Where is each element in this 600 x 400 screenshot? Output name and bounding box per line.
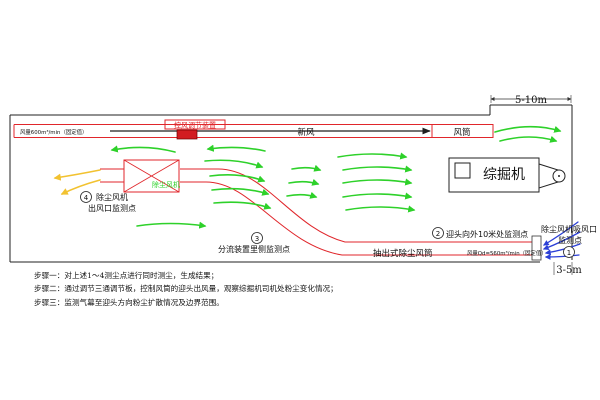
machine-label: 综掘机	[483, 167, 525, 183]
green-airflow-arrows	[110, 125, 562, 229]
point-2-number: 2	[436, 230, 440, 238]
control-device: 控风调节装置	[164, 119, 226, 140]
bottom-dimension-label: 3-5m	[556, 265, 582, 276]
point-1-label: 除尘风机吸风口 监测点	[541, 224, 600, 245]
circle-number-marker	[563, 246, 575, 258]
roadway-outline	[9, 104, 573, 263]
extraction-inlet	[531, 235, 542, 261]
monitoring-point-4: 4 除尘风机 出风口监测点	[80, 191, 136, 213]
step-2: 步骤二：通过调节三通调节板，控制风筒的迎头出风量，观察综掘机司机处粉尘变化情况；	[34, 284, 338, 294]
circle-number-marker	[432, 227, 444, 239]
road-header-machine: 综掘机	[448, 157, 566, 193]
extraction-duct	[100, 168, 532, 256]
point-2-label: 迎头向外10米处监测点	[446, 229, 528, 239]
step-1: 步骤一：对上述1～4测尘点进行同时测尘，生成结果；	[34, 271, 219, 280]
extraction-duct-label: 抽出式除尘风筒	[373, 248, 433, 259]
top-dimension-label: 5-10m	[515, 95, 547, 106]
monitoring-point-2: 2 迎头向外10米处监测点	[432, 227, 528, 239]
air-duct-segment	[431, 124, 494, 138]
step-3: 步骤三：监测气幕至迎头方向粉尘扩散情况及边界范围。	[34, 297, 224, 307]
fresh-air-label: 新风	[297, 127, 315, 138]
point-1-number: 1	[567, 249, 571, 257]
point-4-number: 4	[84, 194, 89, 202]
circle-number-marker	[251, 232, 263, 244]
point-3-number: 3	[255, 235, 259, 243]
dust-collector: 除尘风机	[123, 159, 180, 193]
fresh-air-duct: 风量600m³/min（固定值） 新风 风筒	[13, 124, 494, 138]
yellow-outlet-flow	[53, 169, 101, 195]
point-4-label: 除尘风机 出风口监测点	[88, 192, 136, 213]
point-3-label: 分流装置里侧监测点	[218, 244, 290, 254]
control-valve-block	[176, 129, 198, 140]
air-duct-label: 风筒	[453, 127, 470, 138]
monitoring-point-3: 3 分流装置里侧监测点	[218, 232, 290, 254]
monitoring-point-1: 1 除尘风机吸风口 监测点	[541, 224, 600, 258]
dust-collector-label: 除尘风机	[152, 180, 180, 189]
fresh-air-flow-label: 风量600m³/min（固定值）	[20, 128, 87, 136]
top-dimension: 5-10m	[490, 95, 572, 106]
bottom-dimension: 3-5m	[553, 262, 582, 276]
control-device-label: 控风调节装置	[174, 121, 216, 130]
circle-number-marker	[80, 191, 92, 203]
machine-cab-icon	[454, 162, 471, 179]
extraction-flow-label: 风量Qd=560m³/min（固定值）	[467, 249, 547, 257]
blue-inlet-flow	[542, 221, 581, 260]
steps-list: 步骤一：对上述1～4测尘点进行同时测尘，生成结果； 步骤二：通过调节三通调节板，…	[34, 269, 594, 309]
